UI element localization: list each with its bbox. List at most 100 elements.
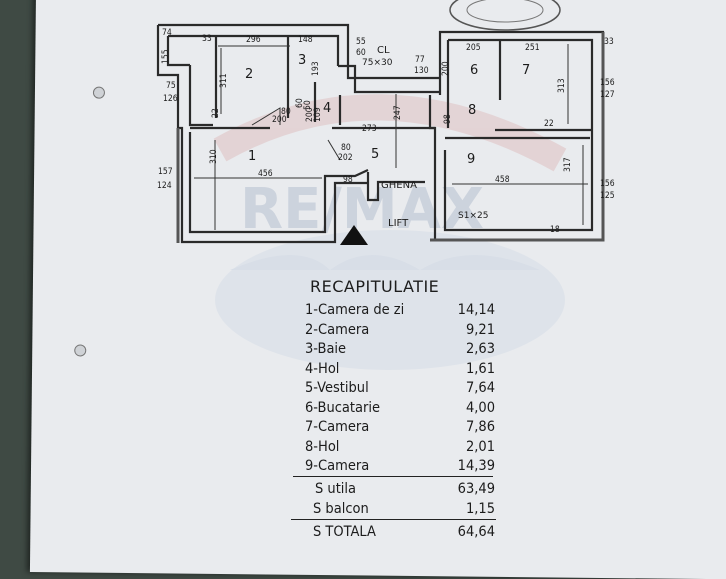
s-utila-label: S utila xyxy=(315,481,357,497)
s-balcon-value: 1,15 xyxy=(465,501,495,517)
dimension-label: 130 xyxy=(414,66,429,76)
recap-row: S balcon 1,15 xyxy=(305,501,495,520)
dimension-label: 80 xyxy=(281,107,291,117)
recap-row: 5-Vestibul 7,64 xyxy=(305,380,495,399)
recap-row: 4-Hol 1,61 xyxy=(305,361,495,380)
recap-row-value: 2,01 xyxy=(465,438,495,455)
dimension-label: 33 xyxy=(202,34,212,44)
recap-row-value: 2,63 xyxy=(465,341,495,357)
dimension-label: 456 xyxy=(258,169,273,179)
dimension-label: 125 xyxy=(600,191,615,201)
dimension-label: 311 xyxy=(219,73,229,88)
lift-symbol-icon xyxy=(340,225,368,245)
floor-plan-drawing: RE/MAX xyxy=(156,0,615,370)
dimension-label: 200 xyxy=(441,61,451,76)
recap-row-value: 1,61 xyxy=(465,360,495,377)
dimension-label: 77 xyxy=(415,55,425,65)
dimension-label: 317 xyxy=(563,157,573,172)
dimension-label: 205 xyxy=(466,43,481,53)
dimension-label: 273 xyxy=(362,124,377,134)
recap-row: S utila 63,49 xyxy=(305,481,495,500)
room-number: 9 xyxy=(467,152,475,167)
dimension-label: 296 xyxy=(246,35,261,45)
dimension-label: 75 xyxy=(166,81,176,91)
recap-row-value: 7,86 xyxy=(465,419,495,435)
recap-row-label: 5-Vestibul xyxy=(305,380,369,396)
room-number: 1 xyxy=(248,149,256,164)
recap-row-value: 4,00 xyxy=(465,399,495,416)
recap-row-label: 8-Hol xyxy=(305,438,340,455)
closet-label: CL xyxy=(377,45,390,56)
divider xyxy=(293,476,493,477)
recap-row: 2-Camera 9,21 xyxy=(305,322,495,341)
dimension-label: 193 xyxy=(311,61,321,76)
divider xyxy=(291,519,496,520)
recap-row-label: 7-Camera xyxy=(305,419,370,435)
recap-row: 3-Baie 2,63 xyxy=(305,341,495,360)
remax-watermark xyxy=(213,94,567,370)
dimension-label: 313 xyxy=(557,78,567,93)
room-number: 5 xyxy=(371,147,379,162)
dimension-label: 157 xyxy=(158,167,173,177)
dimension-label: 247 xyxy=(393,105,403,120)
recap-row: 6-Bucatarie 4,00 xyxy=(305,400,495,419)
dimension-label: 124 xyxy=(157,181,172,191)
dimension-label: 74 xyxy=(162,28,172,38)
s-utila-value: 63,49 xyxy=(457,481,495,497)
dimension-label: 50 xyxy=(303,100,313,110)
floor-plan-walls xyxy=(156,23,605,244)
dimension-label: 33 xyxy=(604,37,614,47)
recap-row-label: 4-Hol xyxy=(305,360,340,377)
recap-row-label: 1-Camera de zi xyxy=(305,302,405,318)
recap-row-value: 14,14 xyxy=(457,302,495,318)
closet-size-label: 75×30 xyxy=(362,58,393,68)
stamp-icon xyxy=(449,0,561,31)
dimension-label: 18 xyxy=(550,225,560,235)
recap-row-value: 14,39 xyxy=(457,458,495,474)
recap-row: 7-Camera 7,86 xyxy=(305,419,495,438)
room-number: 4 xyxy=(323,101,331,116)
recap-row: 8-Hol 2,01 xyxy=(305,439,495,458)
recap-title: RECAPITULATIE xyxy=(310,277,440,296)
dimension-label: 55 xyxy=(356,37,366,47)
dimension-label: 60 xyxy=(295,98,305,108)
ghena-label: GHENA xyxy=(381,180,417,191)
dimension-label: 60 xyxy=(356,48,366,58)
dimension-label: 80 xyxy=(341,143,351,153)
dimension-label: 126 xyxy=(163,94,178,104)
recap-row-label: 3-Baie xyxy=(305,341,347,357)
room-number: 8 xyxy=(468,103,476,118)
recap-row-value: 9,21 xyxy=(465,321,495,338)
dimension-label: 98 xyxy=(443,114,453,124)
shaft-label: S1×25 xyxy=(458,211,488,221)
dimension-lines xyxy=(194,44,588,230)
dimension-label: 202 xyxy=(338,153,353,163)
dimension-label: 200 xyxy=(272,115,287,125)
dimension-label: 109 xyxy=(313,107,323,122)
recap-row: S TOTALA 64,64 xyxy=(305,524,495,543)
dimension-label: 127 xyxy=(600,90,615,100)
dimension-label: 155 xyxy=(161,49,171,64)
recap-row-value: 7,64 xyxy=(465,380,495,396)
room-number: 7 xyxy=(522,63,530,78)
dimension-label: 22 xyxy=(544,119,554,129)
dimension-label: 98 xyxy=(343,175,353,185)
recap-row: 9-Camera 14,39 xyxy=(305,458,495,477)
dimension-label: 22 xyxy=(211,108,221,118)
dimension-label: 458 xyxy=(495,175,510,185)
room-number: 6 xyxy=(470,63,478,78)
dimension-label: 251 xyxy=(525,43,540,53)
recap-row-label: 2-Camera xyxy=(305,321,370,338)
outer-walls xyxy=(176,32,605,243)
recap-row-label: 9-Camera xyxy=(305,458,370,474)
s-totala-value: 64,64 xyxy=(457,524,495,540)
lift-label: LIFT xyxy=(388,218,409,229)
room-number: 2 xyxy=(245,67,253,82)
s-balcon-label: S balcon xyxy=(313,501,369,517)
recap-row: 1-Camera de zi 14,14 xyxy=(305,302,495,321)
recap-row-label: 6-Bucatarie xyxy=(305,399,380,416)
s-totala-label: S TOTALA xyxy=(313,524,376,540)
dimension-label: 200 xyxy=(305,107,315,122)
dimension-label: 310 xyxy=(209,149,219,164)
dimension-label: 156 xyxy=(600,179,615,189)
